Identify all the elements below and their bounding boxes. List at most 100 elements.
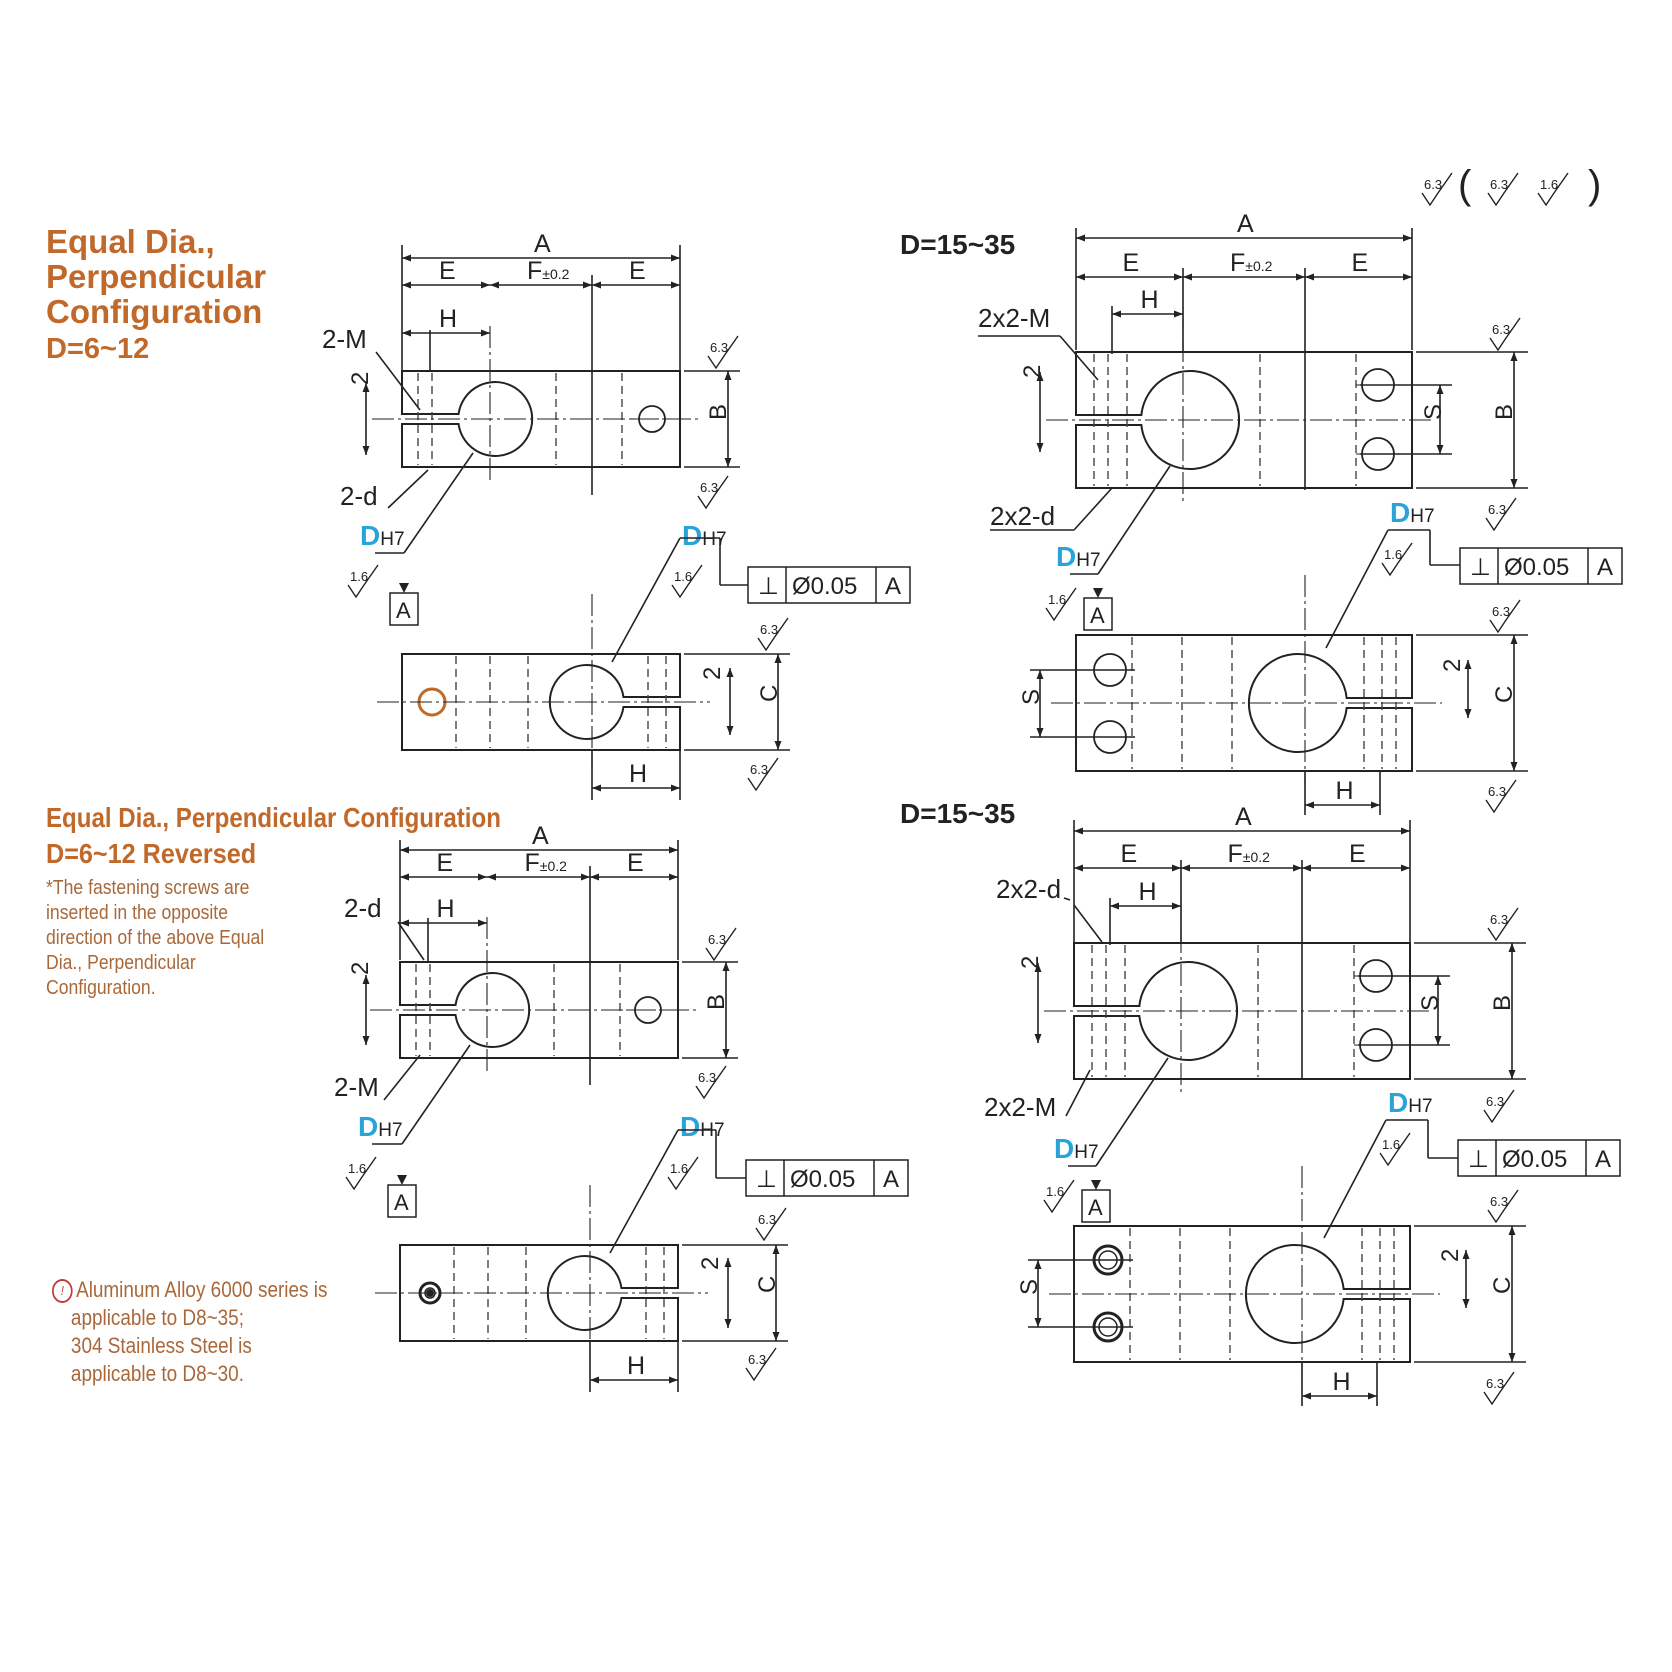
arrowhead: [774, 741, 782, 750]
label-2x2-M: 2x2-M: [978, 303, 1050, 333]
arrowhead: [590, 1376, 599, 1384]
dim-F-2-label: F±0.2: [525, 849, 568, 877]
dim-F-4-label: F±0.2: [1228, 840, 1271, 868]
roughness-B-top: [707, 335, 739, 370]
arrowhead: [1172, 902, 1181, 910]
title-line-3: Configuration: [46, 293, 263, 330]
title-line-2: Perpendicular: [46, 258, 267, 295]
dim-A-1-label: A: [534, 230, 551, 258]
leader-line: [387, 469, 429, 509]
roughness-bore-side-3: [1381, 542, 1413, 577]
dim-E-1b-label: E: [629, 257, 646, 285]
dim-C-label: C: [1489, 1277, 1516, 1294]
arrowhead: [1076, 273, 1085, 281]
arrowhead: [671, 281, 680, 289]
dim-H-side-2-label: H: [627, 1352, 645, 1380]
arrowhead: [478, 873, 487, 881]
note-reversed: *The fastening screws are inserted in th…: [46, 877, 265, 999]
arrowhead: [1401, 864, 1410, 872]
dim-2-label: 2: [697, 1257, 724, 1270]
tolerance-frame-box: [1459, 547, 1623, 585]
arrowhead: [1172, 864, 1181, 872]
tolerance-subscript: ±0.2: [542, 266, 569, 282]
clamp-top-4-outline: [1073, 942, 1411, 1080]
section-title-right-top: D=15~35: [900, 229, 1016, 260]
arrowhead: [726, 726, 734, 735]
arrowhead: [400, 873, 409, 881]
datum-box: [1081, 1189, 1111, 1223]
arrowhead: [1434, 1036, 1442, 1045]
roughness-bore-4: [1043, 1179, 1075, 1214]
dim-S-label: S: [1018, 689, 1045, 705]
arrowhead: [724, 458, 732, 467]
material-line-2: applicable to D8~35;: [70, 1305, 244, 1330]
bore-fit-label: H7: [702, 529, 726, 550]
dim-2-label: 2: [1437, 1249, 1464, 1262]
roughness-C3-bottom: [1485, 779, 1517, 814]
dim-H-side-4-label: H: [1333, 1368, 1351, 1396]
label-2x2-d: 2x2-d: [990, 501, 1055, 531]
arrowhead: [724, 1319, 732, 1328]
arrowhead: [481, 329, 490, 337]
clamp-top-3-outline: [1075, 351, 1413, 489]
perpendicularity-symbol: ⊥: [756, 1166, 777, 1193]
arrowhead: [1305, 801, 1314, 809]
clamp-top-2-outline: [399, 961, 679, 1059]
arrowhead: [362, 975, 370, 984]
arrowhead: [1434, 976, 1442, 985]
tolerance-subscript: ±0.2: [1243, 849, 1270, 865]
clamp-top-1-outline: [401, 370, 681, 468]
dim-2-label: 2: [347, 372, 374, 385]
bore-diameter-label: DH7: [358, 1111, 403, 1142]
dim-F-3-label: F±0.2: [1230, 249, 1273, 277]
tolerance-value: Ø0.05: [792, 573, 857, 600]
tolerance-subscript: ±0.2: [540, 858, 567, 874]
tolerance-frame-box: [747, 566, 911, 604]
leader-line: [609, 1129, 679, 1254]
bore-diameter-label: DH7: [360, 520, 405, 551]
title-perpendicular: Equal Dia., Perpendicular Configuration: [46, 224, 266, 329]
arrowhead: [1403, 234, 1412, 242]
label-2x2-M-rev: 2x2-M: [984, 1092, 1056, 1122]
arrowhead: [592, 281, 601, 289]
roughness-value: 1.6: [1382, 1137, 1400, 1152]
note-material: !Aluminum Alloy 6000 series is applicabl…: [52, 1276, 336, 1388]
roughness-value: 6.3: [1490, 177, 1508, 192]
arrowhead: [1508, 1226, 1516, 1235]
clamp-side-1-outline: [401, 653, 681, 751]
dim-E-2a-label: E: [437, 849, 454, 877]
roughness-value: 1.6: [348, 1161, 366, 1176]
bore-fit-label: H7: [1408, 1096, 1432, 1117]
arrowhead: [774, 654, 782, 663]
header-paren-open: (: [1458, 163, 1472, 207]
header-paren-close: ): [1588, 163, 1601, 207]
dim-B-label: B: [703, 994, 730, 1010]
dim-S-label: S: [1016, 1279, 1043, 1295]
dim-A-3-label: A: [1237, 210, 1254, 238]
dim-H-2-label: H: [437, 895, 455, 923]
arrowhead: [1436, 385, 1444, 394]
arrowhead: [362, 446, 370, 455]
clamp-side-3-outline: [1075, 634, 1413, 772]
roughness-bore-side-4: [1379, 1132, 1411, 1167]
bore-diameter-label: DH7: [1390, 497, 1435, 528]
arrowhead: [1174, 273, 1183, 281]
leader-line: [1097, 465, 1171, 575]
arrowhead: [1036, 670, 1044, 679]
arrowhead: [724, 371, 732, 380]
title-line-1: Equal Dia.,: [46, 223, 215, 260]
arrowhead: [1508, 1070, 1516, 1079]
dim-2-label: 2: [699, 667, 726, 680]
arrowhead: [1510, 762, 1518, 771]
arrowhead: [671, 784, 680, 792]
label-2-d-rev: 2-d: [344, 893, 382, 923]
arrowhead: [481, 281, 490, 289]
roughness-C2-bottom: [745, 1347, 777, 1382]
arrowhead: [581, 873, 590, 881]
dim-B-label: B: [705, 404, 732, 420]
roughness-value: 6.3: [748, 1352, 766, 1367]
roughness-value: 6.3: [698, 1070, 716, 1085]
bore-diameter-label: DH7: [680, 1111, 725, 1142]
arrowhead: [1462, 1299, 1470, 1308]
arrowhead: [1174, 310, 1183, 318]
